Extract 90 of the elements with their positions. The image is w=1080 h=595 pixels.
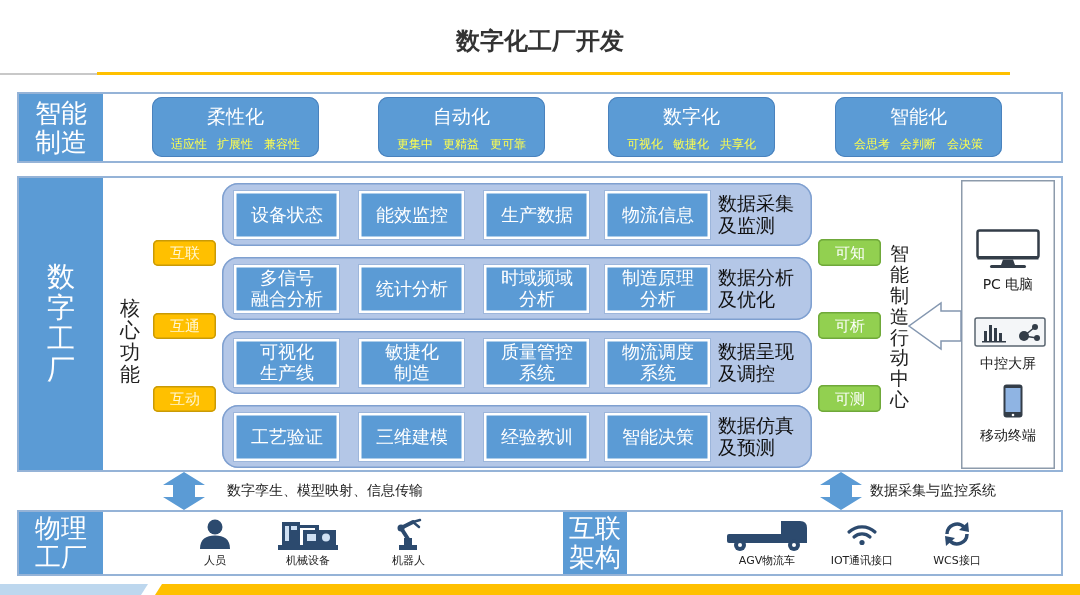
function-row	[222, 405, 812, 468]
card-title: 数字化	[663, 105, 720, 128]
device-panel	[961, 180, 1055, 469]
vertical-label: 核心功能	[120, 297, 140, 385]
device-label: 移动终端	[980, 427, 1036, 444]
section-title: 互联架构	[569, 514, 621, 572]
function-tile	[483, 190, 590, 240]
card-title: 柔性化	[207, 105, 264, 128]
tile-label: 能效监控	[374, 204, 449, 226]
section-title: 物理工厂	[35, 514, 87, 572]
card-title: 智能化	[890, 105, 947, 128]
edge-label: 数据采集与监控系统	[868, 482, 998, 499]
keyword-tag	[818, 385, 881, 412]
section-band	[563, 510, 1063, 576]
double-arrow	[163, 472, 205, 510]
tile-label: 时域频域分析	[499, 268, 574, 310]
row-heading: 数据呈现及调控	[718, 339, 795, 386]
function-tile	[233, 338, 340, 388]
icon-caption: 机械设备	[286, 554, 330, 568]
tile-label: 设备状态	[249, 204, 324, 226]
icon-caption: 机器人	[391, 554, 425, 568]
tile-label: 质量管控系统	[499, 342, 574, 384]
function-tile	[233, 190, 340, 240]
tile-label: 经验教训	[499, 426, 574, 448]
function-tile	[233, 412, 340, 462]
section-band	[17, 92, 1063, 163]
section-band	[17, 176, 1063, 472]
tag-text: 互联	[169, 244, 200, 262]
tag-text: 可测	[834, 389, 865, 408]
function-row	[222, 183, 812, 246]
function-tile	[358, 338, 465, 388]
section-title: 数字工厂	[47, 262, 75, 386]
function-tile	[483, 264, 590, 314]
tag-text: 互通	[169, 317, 200, 335]
function-row	[222, 257, 812, 320]
card-subtitle: 可视化 敏捷化 共享化	[626, 136, 757, 151]
tile-label: 可视化生产线	[258, 342, 315, 384]
function-tile	[358, 412, 465, 462]
device-label: 中控大屏	[980, 355, 1036, 372]
function-tile	[233, 264, 340, 314]
edge-label: 数字孪生、模型映射、信息传输	[225, 482, 425, 499]
icon-caption: 人员	[204, 554, 226, 568]
feature-card	[152, 97, 319, 157]
section-band	[17, 510, 563, 576]
row-heading: 数据仿真及预测	[718, 413, 795, 460]
function-tile	[604, 412, 711, 462]
icon-caption: WCS接口	[933, 554, 981, 568]
tile-label: 制造原理分析	[620, 268, 695, 310]
feature-card	[378, 97, 545, 157]
tile-label: 敏捷化制造	[383, 342, 440, 384]
keyword-tag	[153, 313, 216, 339]
vertical-heading: 智能制造行动中心	[890, 243, 909, 411]
card-subtitle: 更集中 更精益 更可靠	[396, 136, 527, 151]
function-tile	[604, 338, 711, 388]
function-tile	[604, 264, 711, 314]
tile-label: 智能决策	[620, 426, 695, 448]
keyword-tag	[818, 239, 881, 266]
page-title: 数字化工厂开发	[456, 27, 624, 56]
device-label: PC 电脑	[982, 276, 1034, 293]
tile-label: 物流调度系统	[620, 342, 695, 384]
hollow-arrow	[907, 301, 962, 351]
tag-text: 互动	[169, 390, 200, 408]
card-subtitle: 适应性 扩展性 兼容性	[170, 136, 301, 151]
function-tile	[483, 412, 590, 462]
tile-label: 统计分析	[374, 278, 449, 300]
tile-label: 物流信息	[620, 204, 695, 226]
section-title: 智能制造	[35, 98, 87, 157]
tile-label: 三维建模	[374, 426, 449, 448]
keyword-tag	[153, 240, 216, 266]
keyword-tag	[818, 312, 881, 339]
row-heading: 数据采集及监测	[718, 191, 795, 238]
card-subtitle: 会思考 会判断 会决策	[853, 136, 984, 151]
feature-card	[608, 97, 775, 157]
icon-caption: IOT通讯接口	[830, 554, 894, 568]
function-tile	[358, 190, 465, 240]
row-heading: 数据分析及优化	[718, 265, 795, 312]
tile-label: 多信号融合分析	[249, 268, 324, 310]
keyword-tag	[153, 386, 216, 412]
tile-label: 工艺验证	[249, 426, 324, 448]
tag-text: 可知	[834, 243, 865, 262]
tile-label: 生产数据	[499, 204, 574, 226]
function-tile	[483, 338, 590, 388]
function-row	[222, 331, 812, 394]
tag-text: 可析	[834, 316, 865, 335]
feature-card	[835, 97, 1002, 157]
icon-caption: AGV物流车	[738, 554, 796, 568]
double-arrow	[820, 472, 862, 510]
card-title: 自动化	[433, 105, 490, 128]
function-tile	[358, 264, 465, 314]
function-tile	[604, 190, 711, 240]
